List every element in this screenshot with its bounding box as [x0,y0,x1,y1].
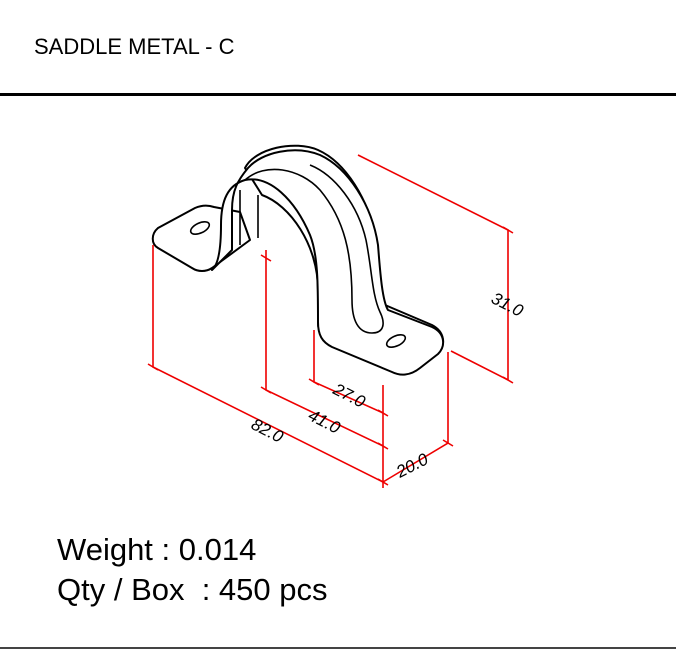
left-mount-hole [189,221,211,235]
dim-20: 20.0 [392,449,431,482]
right-mount-hole [385,334,407,348]
dimension-lines [147,154,514,488]
dim-41: 41.0 [305,406,344,438]
saddle-inner-edges [239,190,259,245]
header-divider [0,93,676,96]
saddle-left-tab [151,204,251,272]
product-title: SADDLE METAL - C [34,34,235,59]
saddle-rib [244,164,384,334]
dim-27: 27.0 [329,379,368,412]
weight-spec: Weight : 0.014 [57,532,257,567]
saddle-front-arch [211,149,445,376]
dim-82: 82.0 [248,415,287,447]
qty-per-box-spec: Qty / Box : 450 pcs [57,572,328,607]
footer-divider [0,647,676,649]
